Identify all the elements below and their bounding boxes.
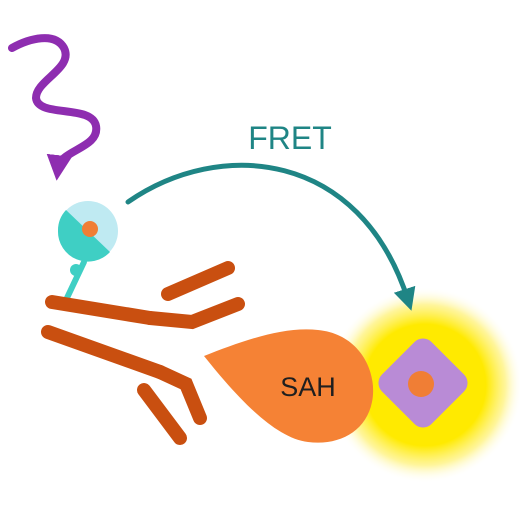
antibody-lower-stem — [153, 365, 207, 425]
donor-half — [57, 210, 110, 262]
antibody-heavy-upper — [45, 295, 157, 325]
acceptor-core — [408, 371, 434, 397]
antibody-heavy-arm — [143, 297, 245, 330]
donor-linker-node — [70, 264, 82, 276]
fret-arrow — [125, 162, 416, 311]
wavy-arrow-icon — [8, 34, 101, 181]
antibody — [41, 261, 245, 445]
donor-core — [82, 221, 98, 237]
antibody-light-upper — [161, 261, 235, 301]
sah-molecule — [204, 329, 374, 443]
antibody-heavy-lower — [41, 325, 167, 379]
fret-label: FRET — [248, 120, 332, 156]
acceptor-fluorophore-icon — [378, 338, 468, 428]
donor-fluorophore-icon — [57, 201, 118, 303]
antibody-fc — [137, 383, 187, 445]
sah-label: SAH — [280, 372, 336, 402]
